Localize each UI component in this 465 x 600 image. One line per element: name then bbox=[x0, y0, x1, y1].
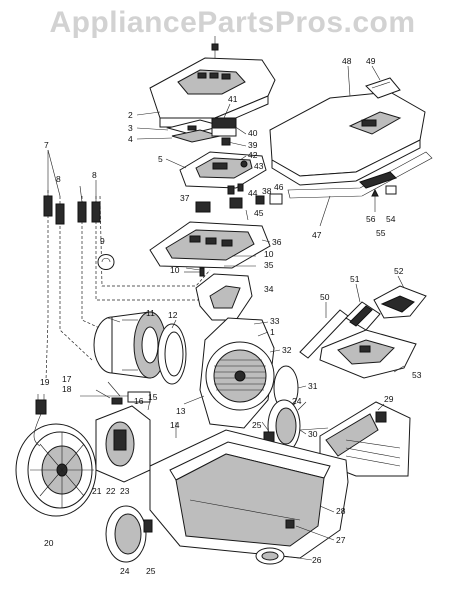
callout-33: 33 bbox=[270, 316, 280, 326]
callout-43: 43 bbox=[254, 161, 264, 171]
motor-part[interactable] bbox=[93, 311, 167, 379]
callout-48: 48 bbox=[342, 56, 352, 66]
callout-53: 53 bbox=[412, 370, 422, 380]
cord-clip-part[interactable] bbox=[97, 254, 115, 270]
callout-10-upper: 10 bbox=[264, 249, 274, 259]
callout-5: 5 bbox=[158, 154, 163, 164]
callout-31: 31 bbox=[308, 381, 318, 391]
callout-52: 52 bbox=[394, 266, 404, 276]
callout-9: 9 bbox=[100, 236, 105, 246]
callout-4: 4 bbox=[128, 134, 133, 144]
callout-8-left: 8 bbox=[56, 174, 61, 184]
wheel-part[interactable] bbox=[105, 505, 153, 563]
callout-26: 26 bbox=[312, 555, 322, 565]
callout-19: 19 bbox=[40, 377, 50, 387]
callout-55: 55 bbox=[376, 228, 386, 238]
callout-8-right: 8 bbox=[92, 170, 97, 180]
callout-40: 40 bbox=[248, 128, 258, 138]
bag-cover-lid-part[interactable] bbox=[269, 91, 426, 186]
callout-41: 41 bbox=[228, 94, 238, 104]
callout-3: 3 bbox=[128, 123, 133, 133]
lid-gasket-part[interactable] bbox=[287, 151, 433, 199]
callout-54: 54 bbox=[386, 214, 396, 224]
callout-39: 39 bbox=[248, 140, 258, 150]
motor-bracket-part[interactable] bbox=[195, 273, 253, 321]
cord-reel-part[interactable] bbox=[15, 423, 97, 517]
callout-44: 44 bbox=[248, 188, 258, 198]
callout-42: 42 bbox=[248, 150, 258, 160]
filter-disk-part[interactable] bbox=[263, 399, 329, 453]
watermark-text: AppliancePartsPros.com bbox=[49, 6, 416, 39]
callout-24-lower: 24 bbox=[120, 566, 130, 576]
callout-28: 28 bbox=[336, 506, 346, 516]
callout-2: 2 bbox=[128, 110, 133, 120]
callout-25-upper: 25 bbox=[252, 420, 262, 430]
callout-47: 47 bbox=[312, 230, 322, 240]
top-cover-part[interactable] bbox=[149, 36, 276, 128]
callout-15: 15 bbox=[148, 392, 158, 402]
callout-21: 21 bbox=[92, 486, 102, 496]
plug-cord-part[interactable] bbox=[33, 394, 47, 447]
callout-14: 14 bbox=[170, 420, 180, 430]
callout-23: 23 bbox=[120, 486, 130, 496]
filter-bag-part[interactable] bbox=[319, 401, 411, 477]
screw-parts[interactable] bbox=[184, 255, 256, 277]
callout-12: 12 bbox=[168, 310, 178, 320]
crevice-tool-part[interactable] bbox=[373, 285, 427, 319]
switch-board-part[interactable] bbox=[149, 201, 271, 269]
callout-30: 30 bbox=[308, 429, 318, 439]
callout-56: 56 bbox=[366, 214, 376, 224]
callout-34: 34 bbox=[264, 284, 274, 294]
callout-46: 46 bbox=[274, 182, 284, 192]
callout-25-lower: 25 bbox=[146, 566, 156, 576]
vacuum-base-part[interactable] bbox=[149, 429, 349, 559]
leader-lines bbox=[95, 65, 405, 561]
callout-17: 17 bbox=[62, 374, 72, 384]
power-cord-leads[interactable] bbox=[43, 149, 211, 381]
callout-35: 35 bbox=[264, 260, 274, 270]
bag-housing-plate-part[interactable] bbox=[179, 151, 267, 189]
callout-49: 49 bbox=[366, 56, 376, 66]
caster-foot-part[interactable] bbox=[255, 547, 285, 565]
callout-22: 22 bbox=[106, 486, 116, 496]
callout-labels: 2 3 4 5 7 8 8 9 10 10 11 12 13 14 15 16 … bbox=[40, 56, 422, 576]
callout-38: 38 bbox=[262, 186, 272, 196]
label-card-part[interactable] bbox=[365, 77, 401, 99]
callout-1: 1 bbox=[270, 327, 275, 337]
callout-7: 7 bbox=[44, 140, 49, 150]
callout-45: 45 bbox=[254, 208, 264, 218]
callout-29: 29 bbox=[384, 394, 394, 404]
reel-housing-part[interactable] bbox=[80, 391, 151, 483]
switch-assembly-part[interactable] bbox=[211, 117, 237, 146]
callout-18: 18 bbox=[62, 384, 72, 394]
floor-nozzle-part[interactable] bbox=[319, 329, 417, 379]
callout-20: 20 bbox=[44, 538, 54, 548]
callout-51: 51 bbox=[350, 274, 360, 284]
callout-16: 16 bbox=[134, 396, 144, 406]
callout-13: 13 bbox=[176, 406, 186, 416]
callout-11: 11 bbox=[146, 308, 155, 318]
callout-32: 32 bbox=[282, 345, 292, 355]
callout-50: 50 bbox=[320, 292, 330, 302]
callout-36: 36 bbox=[272, 237, 282, 247]
callout-37: 37 bbox=[180, 193, 190, 203]
callout-10-lower: 10 bbox=[170, 265, 180, 275]
callout-27: 27 bbox=[336, 535, 346, 545]
fan-housing-part[interactable] bbox=[199, 317, 275, 429]
dusting-brush-part[interactable] bbox=[345, 301, 381, 331]
latch-parts[interactable] bbox=[359, 171, 397, 212]
callout-24-upper: 24 bbox=[292, 396, 302, 406]
hardware-parts[interactable] bbox=[227, 183, 283, 221]
fan-ring-part[interactable] bbox=[157, 323, 187, 385]
